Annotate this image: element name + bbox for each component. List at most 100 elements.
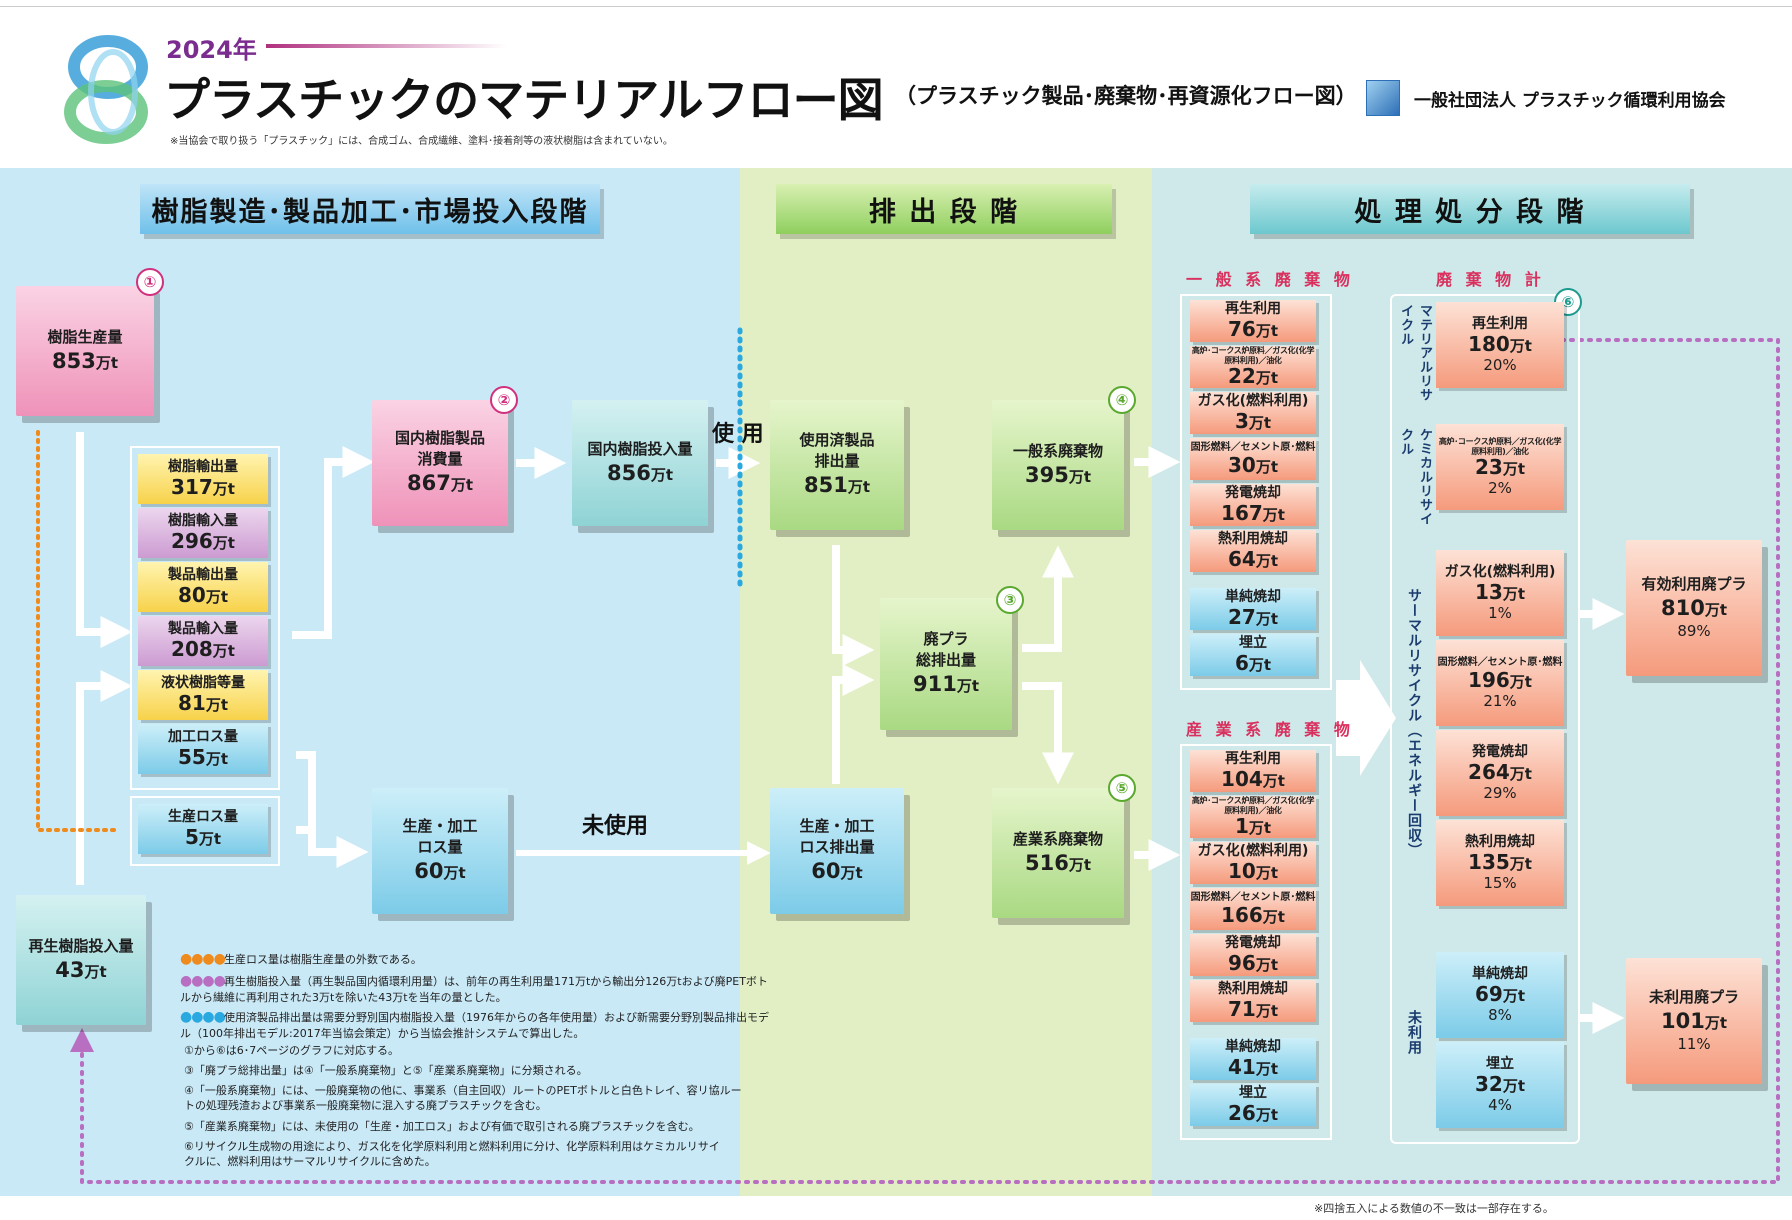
note-6: ⑤「産業系廃棄物」には、未使用の「生産・加工ロス」および有価で取引される廃プラス… [184, 1120, 774, 1135]
total-item-unit: 万t [1509, 672, 1532, 691]
flow-label-used: 使 用 [712, 422, 764, 447]
total-item-label: 固形燃料／セメント原･燃料 [1437, 656, 1563, 668]
general-item-gasification: ガス化(燃料利用)3万t [1190, 392, 1316, 434]
total-item-percent: 20% [1483, 355, 1517, 374]
total-item-unit: 万t [1509, 764, 1532, 783]
industrial-item-label: 発電焼却 [1225, 935, 1281, 952]
general-item-value: 30 [1227, 452, 1256, 477]
general-item-label: 埋立 [1239, 635, 1267, 652]
industrial-item-label: 埋立 [1239, 1085, 1267, 1102]
domestic-input-value: 856 [606, 460, 651, 485]
total-item-value: 135 [1468, 849, 1510, 874]
industrial-item-value: 41 [1227, 1054, 1256, 1079]
unused-plastic-label: 未利用廃プラ [1648, 988, 1739, 1007]
total-item-percent: 8% [1488, 1005, 1512, 1024]
category-thermal: サーマルリサイクル（エネルギー回収） [1406, 588, 1422, 858]
general-item-unit: 万t [1255, 457, 1278, 476]
general-waste-box: 一般系廃棄物 395万t [992, 400, 1124, 530]
domestic-consumption-unit: 万t [450, 476, 473, 495]
general-breakdown-title: 一 般 系 廃 棄 物 [1186, 270, 1354, 289]
note-text: ④「一般系廃棄物」には、一般廃棄物の他に、事業系（自主回収）ルートのPETボトル… [184, 1084, 742, 1112]
unused-plastic-percent: 11% [1677, 1035, 1711, 1054]
total-item-unit: 万t [1502, 460, 1525, 479]
marker-1: ① [136, 268, 164, 296]
industrial-item-unit: 万t [1262, 907, 1285, 926]
page-subtitle: （プラスチック製品･廃棄物･再資源化フロー図） [895, 84, 1357, 108]
effective-use-label: 有効利用廃プラ [1641, 575, 1747, 594]
general-item-label: 発電焼却 [1225, 485, 1281, 502]
logo-swirl-icon [64, 35, 148, 144]
industrial-breakdown-title: 産 業 系 廃 棄 物 [1186, 720, 1354, 739]
general-item-value: 3 [1234, 408, 1249, 433]
production-loss-label: 生産ロス量 [168, 809, 238, 826]
industrial-waste-label: 産業系廃棄物 [1012, 829, 1103, 848]
recycled-input-value: 43 [55, 957, 85, 982]
industrial-item-unit: 万t [1262, 771, 1285, 790]
general-breakdown-frame [1180, 294, 1332, 690]
category-chemical: ケミカルリサイクル [1398, 428, 1432, 526]
note-4: ③「廃プラ総排出量」は④「一般系廃棄物」と⑤「産業系廃棄物」に分類される。 [184, 1064, 774, 1079]
total-item-percent: 29% [1483, 783, 1517, 802]
industrial-item-unit: 万t [1255, 1001, 1278, 1020]
trade-item-label: 樹脂輸出量 [168, 459, 238, 476]
total-item-unit: 万t [1502, 1076, 1525, 1095]
note-text: ⑤「産業系廃棄物」には、未使用の「生産・加工ロス」および有価で取引される廃プラス… [184, 1120, 700, 1133]
total-item-value: 196 [1468, 667, 1510, 692]
industrial-item-value: 96 [1227, 950, 1256, 975]
note-0: ●●●●生産ロス量は樹脂生産量の外数である。 [180, 950, 770, 969]
general-waste-unit: 万t [1068, 467, 1091, 486]
total-item-percent: 1% [1488, 603, 1512, 622]
industrial-item-unit: 万t [1255, 1059, 1278, 1078]
general-waste-label: 一般系廃棄物 [1012, 441, 1103, 460]
total-item-unit: 万t [1509, 336, 1532, 355]
trade-item-label: 液状樹脂等量 [161, 675, 245, 692]
domestic-input-label: 国内樹脂投入量 [587, 439, 693, 458]
unused-plastic-box: 未利用廃プラ 101万t 11% [1626, 958, 1762, 1084]
used-products-label-1: 使用済製品 [799, 431, 875, 450]
general-item-value: 64 [1227, 546, 1256, 571]
resin-production-value: 853 [51, 348, 96, 373]
marker-3: ③ [996, 586, 1024, 614]
resin-production-label: 樹脂生産量 [47, 327, 123, 346]
report-year: 2024年 [166, 36, 257, 64]
total-item-value: 32 [1474, 1071, 1503, 1096]
total-waste-unit: 万t [956, 677, 979, 696]
note-text: 生産ロス量は樹脂生産量の外数である。 [224, 953, 422, 966]
organization-name: 一般社団法人 プラスチック循環利用協会 [1414, 91, 1726, 111]
trade-item-value: 317 [171, 474, 213, 499]
note-text: ③「廃プラ総排出量」は④「一般系廃棄物」と⑤「産業系廃棄物」に分類される。 [184, 1064, 588, 1077]
page-title: プラスチックのマテリアルフロー図 [164, 73, 884, 127]
industrial-waste-value: 516 [1024, 850, 1069, 875]
total-item-value: 69 [1474, 981, 1503, 1006]
total-item-percent: 21% [1483, 691, 1517, 710]
note-dots: ●●●● [180, 1009, 226, 1025]
recycled-input-unit: 万t [84, 962, 107, 981]
total-item-percent: 2% [1488, 479, 1512, 498]
trade-item-value: 296 [171, 528, 213, 553]
total-item-label: 高炉･コークス炉原料／ガス化(化学原料利用)／油化 [1438, 436, 1562, 456]
note-text: ⑥リサイクル生成物の用途により、ガス化を化学原料利用と燃料利用に分け、化学原料利… [184, 1140, 720, 1168]
total-item-label: 埋立 [1486, 1056, 1514, 1073]
note-text: 使用済製品排出量は需要分野別国内樹脂投入量（1976年からの各年使用量）および新… [180, 1011, 769, 1040]
trade-group-frame [130, 446, 280, 790]
domestic-consumption-label-1: 国内樹脂製品 [394, 429, 485, 448]
trade-item-unit: 万t [205, 695, 228, 714]
general-item-value: 6 [1234, 650, 1249, 675]
general-item-label: 高炉･コークス炉原料／ガス化(化学原料利用)／油化 [1191, 345, 1315, 365]
effective-use-percent: 89% [1677, 622, 1711, 641]
total-item-unit: 万t [1502, 584, 1525, 603]
